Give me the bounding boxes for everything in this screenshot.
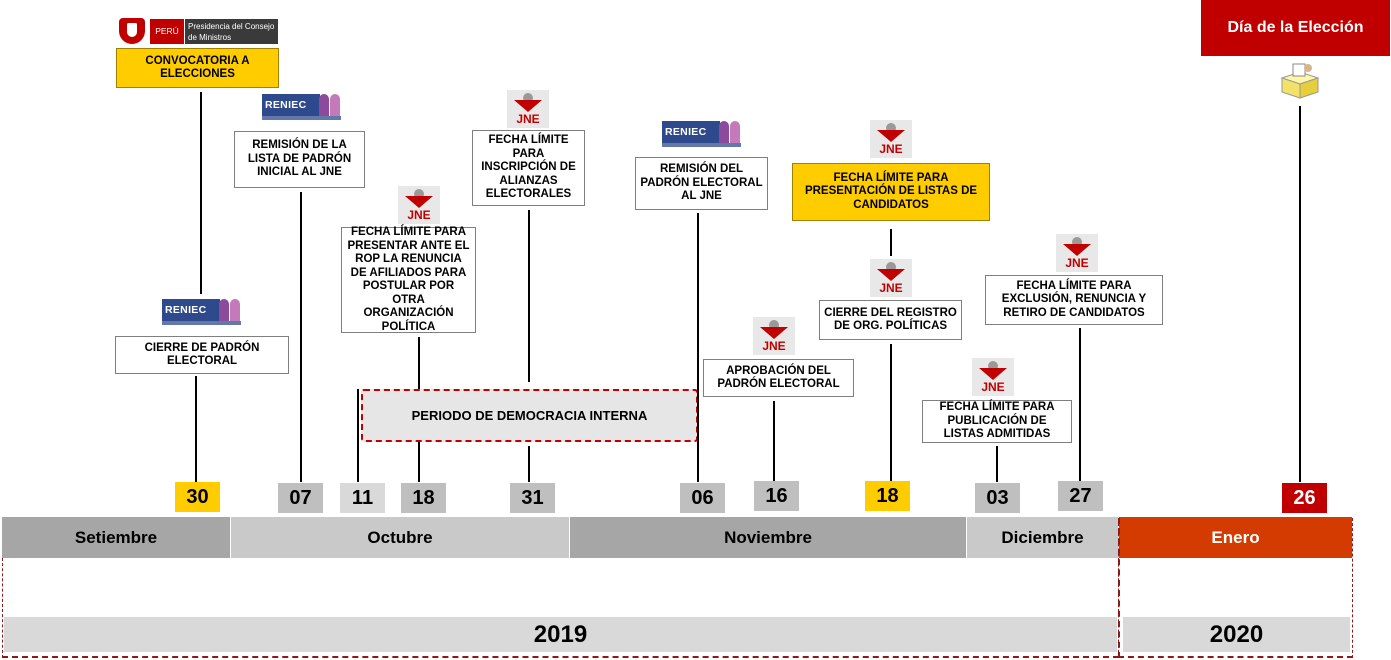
event-remision-lista-text: REMISIÓN DE LA LISTA DE PADRÓN INICIAL A… (247, 139, 352, 179)
event-publicacion-listas-text: FECHA LÍMITE PARA PUBLICACIÓN DE LISTAS … (939, 401, 1055, 441)
event-cierre-padron: CIERRE DE PADRÓN ELECTORAL (115, 336, 289, 374)
event-cierre-registro: CIERRE DEL REGISTRO DE ORG. POLÍTICAS (819, 300, 962, 340)
jne-label: JNE (879, 142, 903, 156)
event-convocatoria-text: CONVOCATORIA A ELECCIONES (145, 54, 250, 81)
event-listas-candidatos-text: FECHA LÍMITE PARA PRESENTACIÓN DE LISTAS… (804, 171, 978, 211)
date-11: 11 (340, 483, 385, 513)
connector-line (357, 389, 359, 482)
event-aprobacion-padron: APROBACIÓN DEL PADRÓN ELECTORAL (703, 359, 854, 397)
year-2020: 2020 (1123, 617, 1350, 652)
reniec-label: RENIEC (665, 126, 707, 138)
connector-line (1299, 106, 1301, 482)
connector-line (773, 401, 775, 482)
date-16: 16 (754, 481, 799, 511)
connector-line (195, 376, 197, 482)
election-day-label: Día de la Elección (1227, 19, 1364, 36)
event-cierre-registro-text: CIERRE DEL REGISTRO DE ORG. POLÍTICAS (824, 306, 957, 333)
date-27: 27 (1058, 481, 1103, 511)
jne-logo: JNE (753, 317, 795, 355)
event-exclusion-text: FECHA LÍMITE PARA EXCLUSIÓN, RENUNCIA Y … (1001, 279, 1147, 319)
jne-logo: JNE (972, 358, 1014, 396)
reniec-logo: RENIEC (262, 94, 341, 127)
year-2019: 2019 (4, 617, 1117, 652)
event-remision-padron: REMISIÓN DEL PADRÓN ELECTORAL AL JNE (635, 157, 768, 210)
connector-line (697, 213, 699, 482)
pcm-logo: PERÚ Presidencia del Consejo de Ministro… (116, 16, 279, 46)
date-18-oct: 18 (401, 483, 446, 513)
connector-line (528, 210, 530, 382)
date-03: 03 (975, 483, 1020, 513)
month-octubre: Octubre (231, 517, 569, 558)
reniec-logo: RENIEC (162, 299, 241, 332)
event-listas-candidatos: FECHA LÍMITE PARA PRESENTACIÓN DE LISTAS… (792, 163, 990, 221)
month-enero: Enero (1119, 517, 1352, 558)
event-alianzas-text: FECHA LÍMITE PARA INSCRIPCIÓN DE ALIANZA… (481, 134, 576, 201)
jne-logo: JNE (870, 259, 912, 297)
month-noviembre: Noviembre (570, 517, 966, 558)
jne-logo: JNE (398, 186, 440, 224)
connector-line (418, 442, 420, 482)
jne-label: JNE (981, 380, 1005, 394)
jne-label: JNE (1065, 256, 1089, 270)
month-setiembre: Setiembre (2, 517, 230, 558)
connector-line (418, 337, 420, 389)
peru-shield-icon (119, 18, 145, 44)
period-democracia-interna: PERIODO DE DEMOCRACIA INTERNA (361, 389, 698, 442)
connector-line (1079, 328, 1081, 482)
month-diciembre: Diciembre (967, 517, 1118, 558)
event-remision-lista: REMISIÓN DE LA LISTA DE PADRÓN INICIAL A… (234, 131, 365, 188)
event-renuncia-afiliados: FECHA LÍMITE PARA PRESENTAR ANTE EL ROP … (341, 226, 476, 333)
jne-logo: JNE (1056, 234, 1098, 272)
event-exclusion: FECHA LÍMITE PARA EXCLUSIÓN, RENUNCIA Y … (985, 275, 1163, 325)
event-aprobacion-padron-text: APROBACIÓN DEL PADRÓN ELECTORAL (717, 364, 840, 391)
date-31: 31 (510, 483, 555, 513)
event-renuncia-afiliados-text: FECHA LÍMITE PARA PRESENTAR ANTE EL ROP … (347, 226, 470, 333)
jne-logo: JNE (870, 120, 912, 158)
date-18-nov: 18 (865, 481, 910, 511)
reniec-logo: RENIEC (662, 121, 741, 154)
ballot-box-icon (1280, 63, 1320, 99)
connector-line (890, 344, 892, 482)
connector-line (890, 229, 892, 256)
jne-label: JNE (516, 112, 540, 126)
event-cierre-padron-text: CIERRE DE PADRÓN ELECTORAL (144, 341, 260, 368)
year-divider (1118, 518, 1120, 658)
reniec-label: RENIEC (165, 304, 207, 316)
election-day-banner: Día de la Elección (1201, 0, 1390, 56)
connector-line (200, 92, 202, 294)
jne-label: JNE (407, 208, 431, 222)
date-30: 30 (175, 482, 220, 512)
date-26: 26 (1282, 483, 1327, 513)
peru-label: PERÚ (150, 19, 184, 44)
event-remision-padron-text: REMISIÓN DEL PADRÓN ELECTORAL AL JNE (640, 163, 763, 203)
connector-line (528, 446, 530, 482)
jne-label: JNE (762, 339, 786, 353)
jne-label: JNE (879, 281, 903, 295)
event-convocatoria: CONVOCATORIA A ELECCIONES (116, 48, 279, 88)
connector-line (300, 192, 302, 482)
event-publicacion-listas: FECHA LÍMITE PARA PUBLICACIÓN DE LISTAS … (922, 400, 1072, 443)
reniec-label: RENIEC (265, 99, 307, 111)
event-alianzas: FECHA LÍMITE PARA INSCRIPCIÓN DE ALIANZA… (472, 130, 585, 206)
period-democracia-interna-text: PERIODO DE DEMOCRACIA INTERNA (411, 408, 648, 423)
date-06: 06 (680, 483, 725, 513)
pcm-label: Presidencia del Consejo de Ministros (185, 19, 278, 44)
date-07: 07 (278, 483, 323, 513)
jne-logo: JNE (507, 90, 549, 128)
connector-line (996, 446, 998, 482)
